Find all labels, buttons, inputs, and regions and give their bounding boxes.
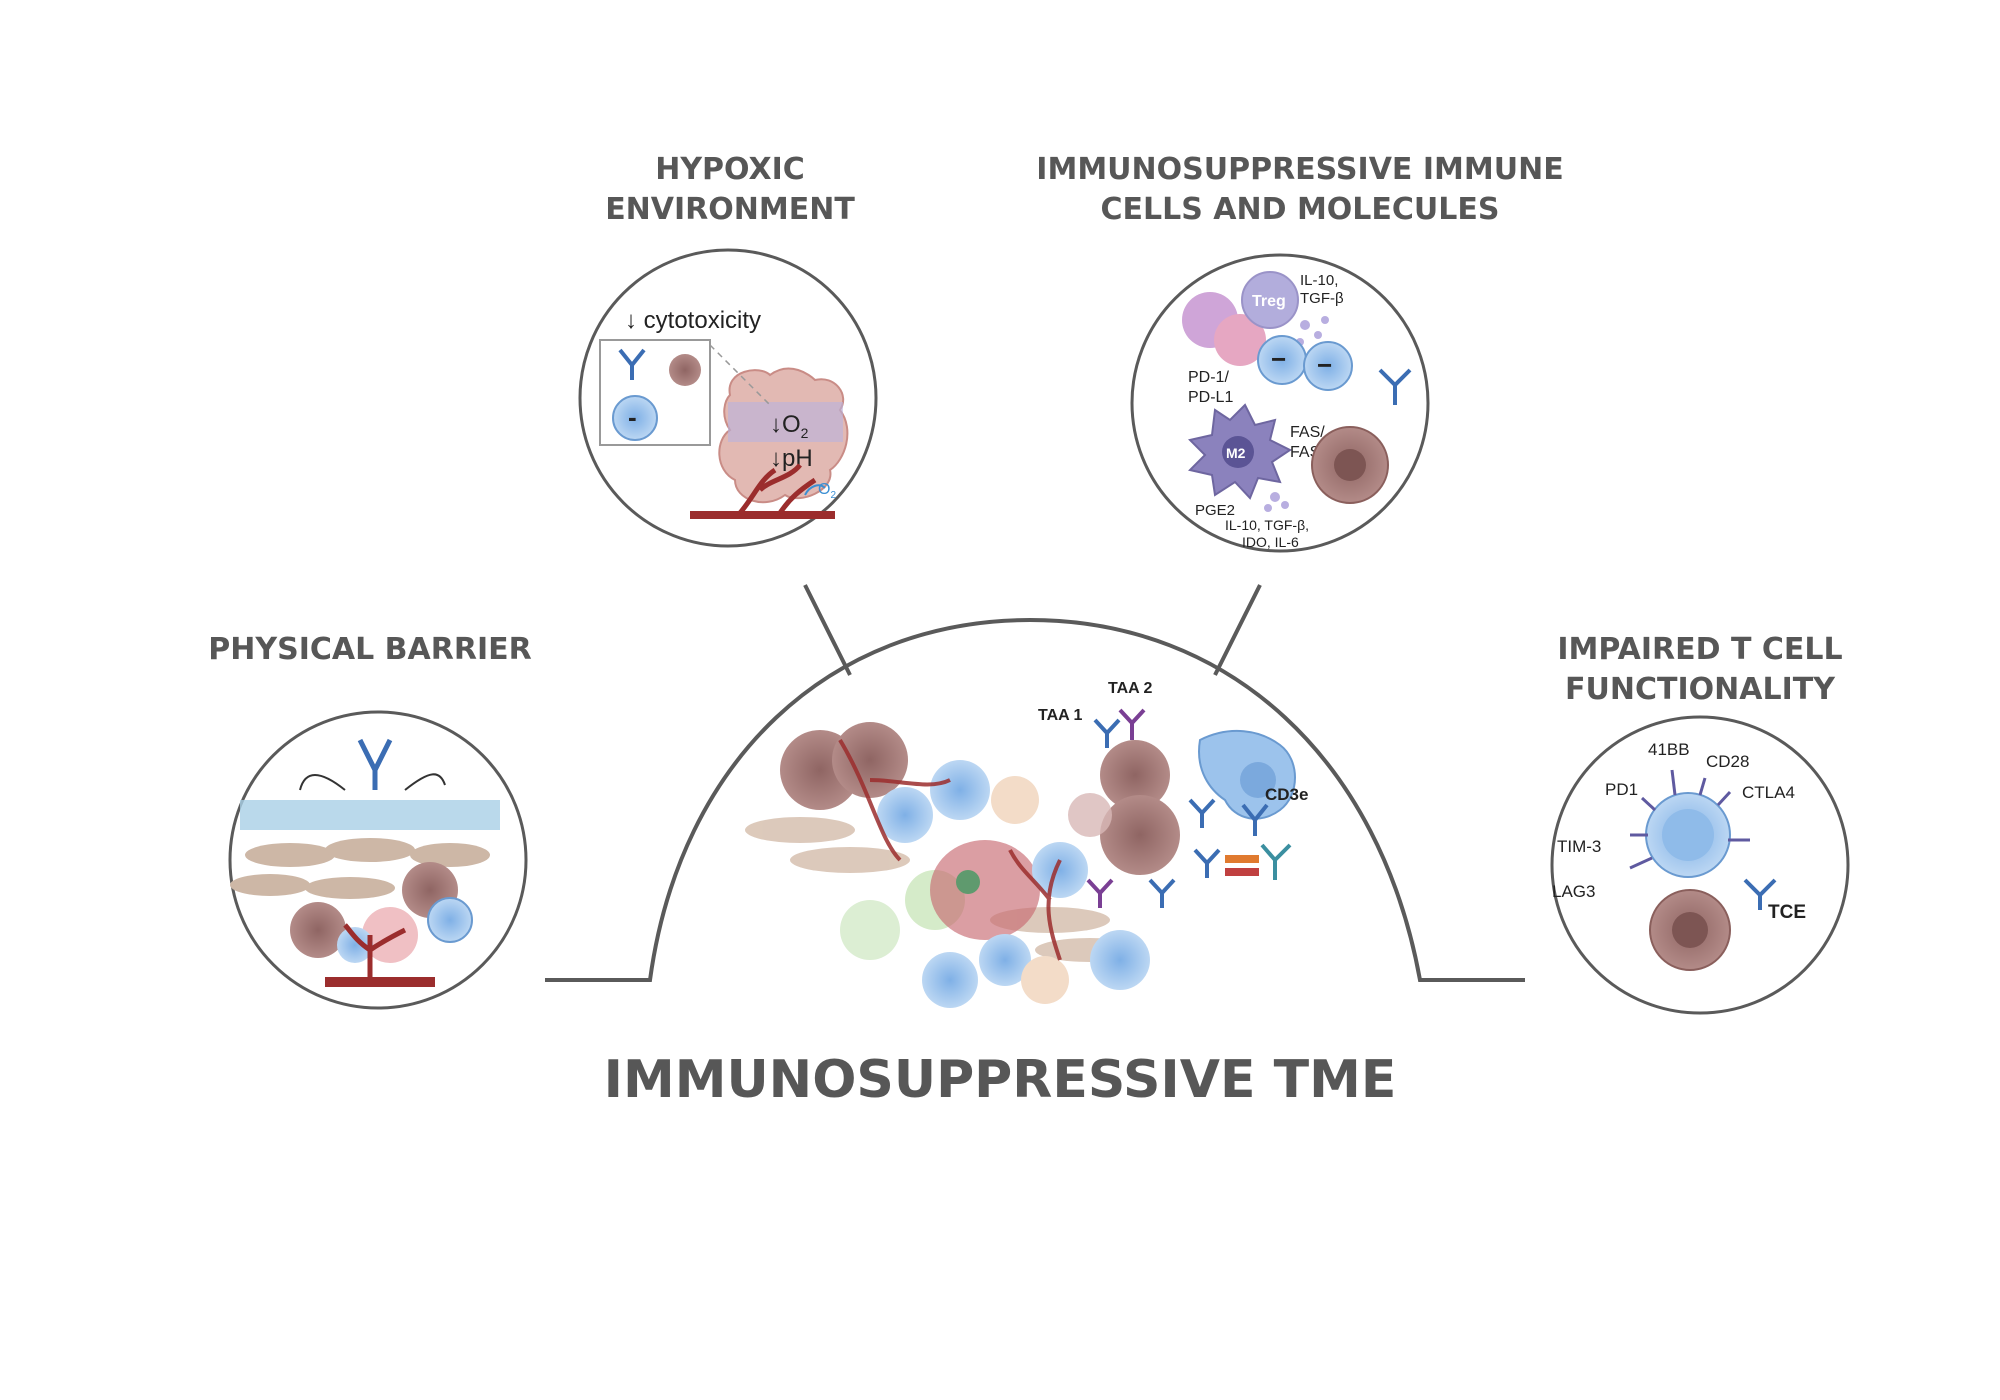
connector-immuno <box>1213 584 1262 676</box>
impaired-title-line1: IMPAIRED T CELL <box>1557 632 1843 667</box>
t-cell-icon <box>930 760 990 820</box>
cd28-label: CD28 <box>1706 752 1749 771</box>
tumor-cell-icon <box>1100 740 1170 810</box>
inhibition-sign: − <box>1317 350 1332 380</box>
inhibition-sign: - <box>628 402 637 432</box>
tme-dome <box>545 617 1525 982</box>
antibody-icon <box>357 738 393 790</box>
physical-panel <box>228 710 528 1010</box>
impaired-title-line2: FUNCTIONALITY <box>1565 672 1835 707</box>
tumor-nucleus <box>1672 912 1708 948</box>
inhibition-sign: − <box>1271 344 1286 374</box>
cytokine-dots <box>1264 492 1289 512</box>
41bb-label: 41BB <box>1648 740 1690 759</box>
immuno-panel: Treg IL-10, TGF-β − − PD-1/ PD-L1 M2 FAS… <box>1130 253 1430 553</box>
tumor-cell-icon <box>832 722 908 798</box>
tgfb-label: TGF-β <box>1300 290 1344 307</box>
physical-title-line1: PHYSICAL BARRIER <box>208 632 532 667</box>
blood-vessel <box>838 738 1062 961</box>
macrophage-icon <box>1021 956 1069 1004</box>
deflection-arrows <box>299 773 446 791</box>
hypoxic-title-line1: HYPOXIC <box>655 152 805 187</box>
t-cell-icon <box>979 934 1031 986</box>
cd3e-label: CD3e <box>1265 785 1308 804</box>
macrophage-icon <box>991 776 1039 824</box>
connector-hypoxic <box>803 584 852 676</box>
pge2-label: PGE2 <box>1195 502 1235 519</box>
hypoxic-title: HYPOXIC ENVIRONMENT <box>520 150 940 230</box>
immuno-title-line2: CELLS AND MOLECULES <box>1100 192 1500 227</box>
impaired-panel: 41BB CD28 PD1 CTLA4 TIM-3 LAG3 TCE <box>1550 715 1850 1015</box>
antibody-icon <box>1378 368 1412 405</box>
immuno-title-line1: IMMUNOSUPPRESSIVE IMMUNE <box>1036 152 1564 187</box>
fibroblast-layer <box>230 838 490 899</box>
main-title: IMMUNOSUPPRESSIVE TME <box>603 1050 1397 1110</box>
lag3-label: LAG3 <box>1552 882 1595 901</box>
antibody-icon <box>1093 718 1221 908</box>
cytokines-line2: IDO, IL-6 <box>1242 534 1299 550</box>
hypoxic-zone <box>728 402 843 442</box>
o2-out-label: O2 <box>818 481 836 501</box>
tim3-label: TIM-3 <box>1557 837 1601 856</box>
ctla4-label: CTLA4 <box>1742 783 1795 802</box>
t-cell-icon <box>922 952 978 1008</box>
t-cell-icon <box>1303 341 1353 391</box>
t-cell-icon <box>877 787 933 843</box>
m2-label: M2 <box>1226 445 1246 461</box>
taa-antigen <box>1086 708 1146 908</box>
treg-label: Treg <box>1252 293 1286 310</box>
physical-title: PHYSICAL BARRIER <box>170 630 570 670</box>
antibody-icon <box>618 348 646 380</box>
pd1-label: PD-1/ <box>1188 369 1229 386</box>
neutrophil-icon <box>1214 314 1266 366</box>
tumor-cell-icon <box>1068 793 1112 837</box>
ph-label: ↓pH <box>770 445 813 472</box>
blood-vessel <box>325 923 435 987</box>
tumor-cell-icon <box>290 902 346 958</box>
hypoxic-panel: ↓ cytotoxicity - ↓O2 ↓pH O2 <box>578 248 878 548</box>
extracellular-matrix <box>240 800 500 830</box>
immuno-title: IMMUNOSUPPRESSIVE IMMUNE CELLS AND MOLEC… <box>1000 150 1600 230</box>
taa2-label: TAA 2 <box>1108 680 1153 697</box>
m2-nucleus <box>1222 436 1254 468</box>
tumor-cell-icon <box>1100 795 1180 875</box>
connectors <box>545 584 1525 982</box>
o2-label: ↓O2 <box>770 411 809 441</box>
impaired-title: IMPAIRED T CELL FUNCTIONALITY <box>1500 630 1900 710</box>
treg-cell-icon <box>1241 271 1299 329</box>
antibody-icon <box>1241 803 1269 836</box>
antibody-icon <box>1743 878 1777 910</box>
fas-label: FAS/ <box>1290 424 1325 441</box>
cytotoxicity-label: ↓ cytotoxicity <box>625 307 761 334</box>
receptors <box>1629 769 1750 870</box>
dying-cell-icon <box>956 870 980 894</box>
tumor-core <box>930 840 1040 940</box>
il10-label: IL-10, <box>1300 272 1338 289</box>
neutrophil-icon <box>840 900 900 960</box>
tumor-cell-icon <box>669 354 701 386</box>
bispecific-tce-icon <box>1225 843 1292 880</box>
tce-label: TCE <box>1768 902 1806 923</box>
taa1-label: TAA 1 <box>1038 707 1083 724</box>
t-cell-nucleus <box>1240 762 1276 798</box>
tme-illustration: TAA 1 TAA 2 CD3e <box>745 680 1308 1008</box>
pdl1-label: PD-L1 <box>1188 389 1233 406</box>
blood-vessel <box>690 463 835 519</box>
t-cell-icon <box>337 927 373 963</box>
t-cell-icon <box>1090 930 1150 990</box>
t-cell-nucleus <box>1662 809 1714 861</box>
t-cell-icon <box>427 897 473 943</box>
pd1-label: PD1 <box>1605 780 1638 799</box>
t-cell-icon <box>1032 842 1088 898</box>
cytokines-line1: IL-10, TGF-β, <box>1225 517 1309 533</box>
hypoxic-title-line2: ENVIRONMENT <box>605 192 855 227</box>
tumor-nucleus <box>1334 449 1366 481</box>
t-cell-icon <box>612 395 658 441</box>
